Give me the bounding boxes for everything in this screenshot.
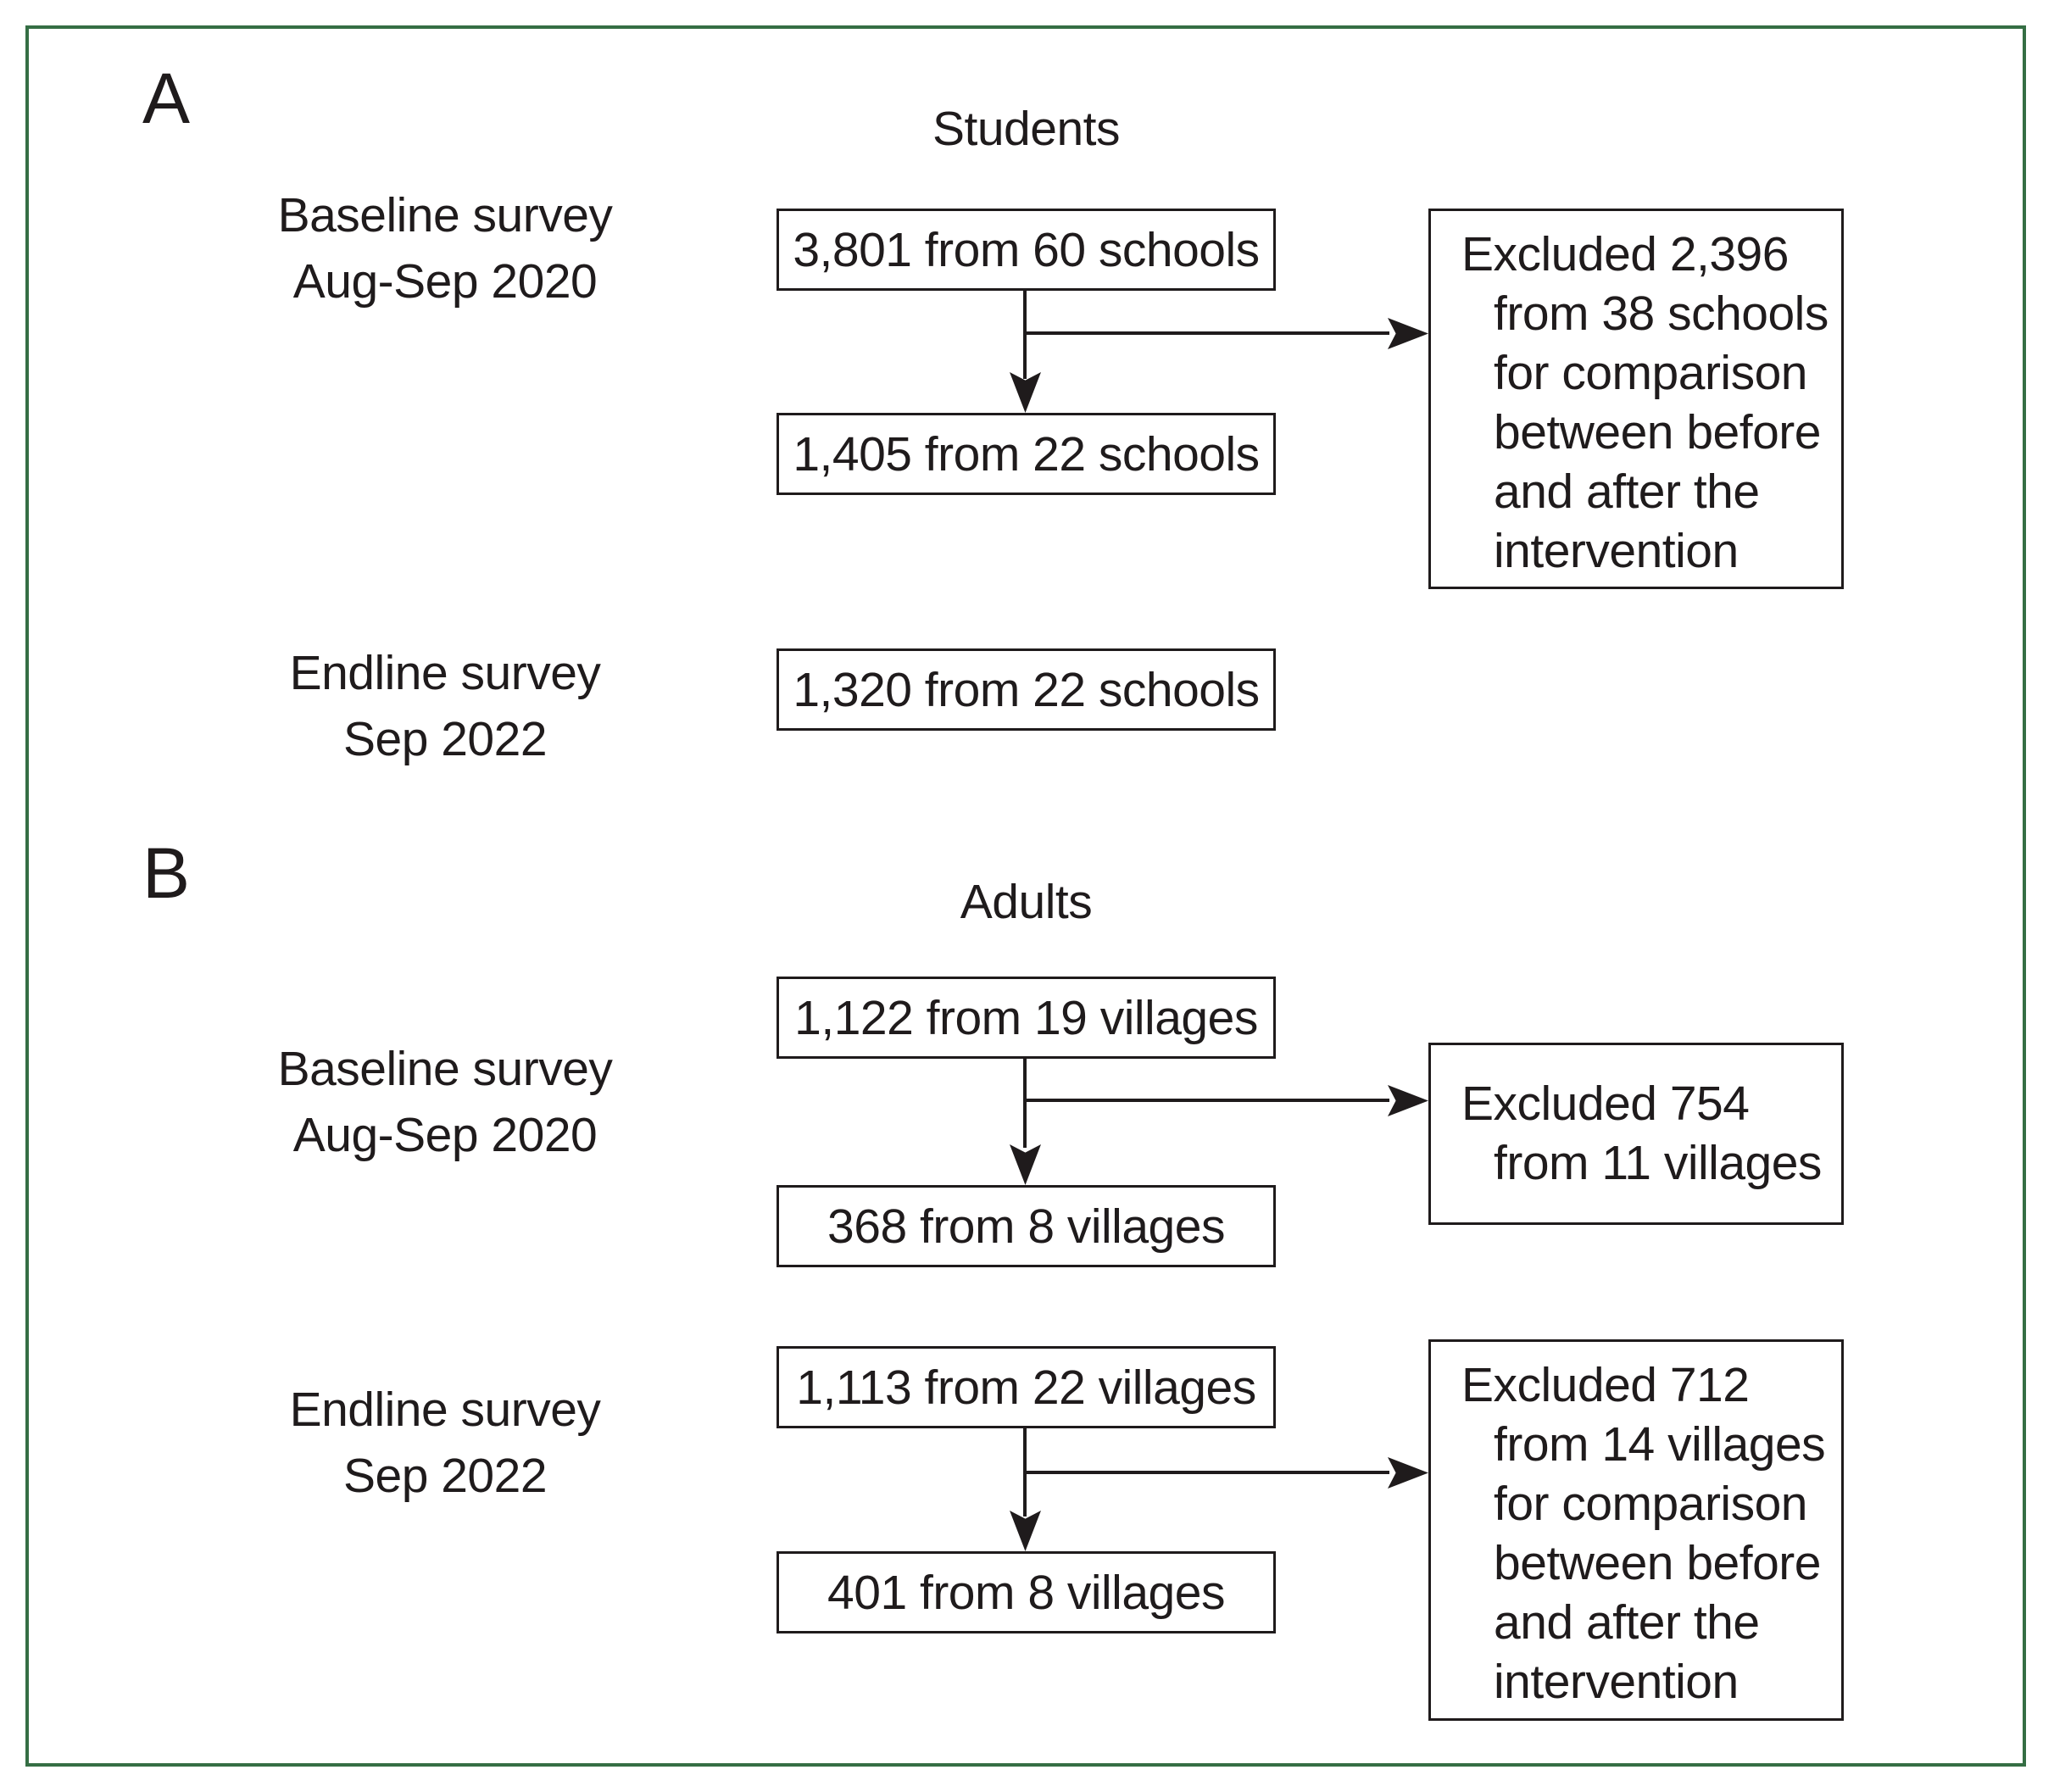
panel-b-title: Adults [960, 875, 1093, 929]
panel-b-endline-total-box: 1,113 from 22 villages [777, 1346, 1276, 1428]
panel-b-endline-included-box: 401 from 8 villages [777, 1551, 1276, 1633]
panel-b-baseline-total-box: 1,122 from 19 villages [777, 977, 1276, 1059]
panel-a-baseline-included-box: 1,405 from 22 schools [777, 413, 1276, 495]
panel-b-endline-survey-label-line2: Sep 2022 [342, 1449, 548, 1503]
figure-green-frame [25, 25, 2026, 1767]
panel-b-endline-survey-label: Endline survey Sep 2022 [225, 1377, 665, 1509]
panel-a-endline-survey-label-line1: Endline survey [289, 646, 601, 700]
panel-b-baseline-arrow-right-shaft [1025, 1099, 1389, 1102]
panel-a-endline-box: 1,320 from 22 schools [777, 648, 1276, 731]
panel-b-baseline-survey-label-line1: Baseline survey [277, 1042, 613, 1096]
panel-b-baseline-survey-label-line2: Aug-Sep 2020 [292, 1108, 598, 1162]
panel-a-endline-survey-label-line2: Sep 2022 [342, 712, 548, 766]
panel-a-baseline-total-box: 3,801 from 60 schools [777, 209, 1276, 291]
panel-b-baseline-included-box: 368 from 8 villages [777, 1185, 1276, 1267]
panel-a-label: A [142, 58, 191, 138]
panel-b-label: B [142, 833, 191, 913]
panel-a-baseline-survey-label-line1: Baseline survey [277, 188, 613, 242]
panel-a-arrow-right-shaft [1025, 331, 1389, 335]
panel-b-endline-survey-label-line1: Endline survey [289, 1383, 601, 1437]
panel-b-baseline-arrow-down-shaft [1023, 1058, 1027, 1148]
panel-a-baseline-survey-label: Baseline survey Aug-Sep 2020 [225, 182, 665, 314]
panel-a-arrow-down-shaft [1023, 291, 1027, 379]
panel-a-title: Students [932, 102, 1121, 156]
panel-b-endline-arrow-right-shaft [1025, 1471, 1389, 1474]
panel-b-baseline-survey-label: Baseline survey Aug-Sep 2020 [225, 1036, 665, 1168]
panel-a-baseline-survey-label-line2: Aug-Sep 2020 [292, 254, 598, 309]
panel-a-endline-survey-label: Endline survey Sep 2022 [225, 640, 665, 772]
